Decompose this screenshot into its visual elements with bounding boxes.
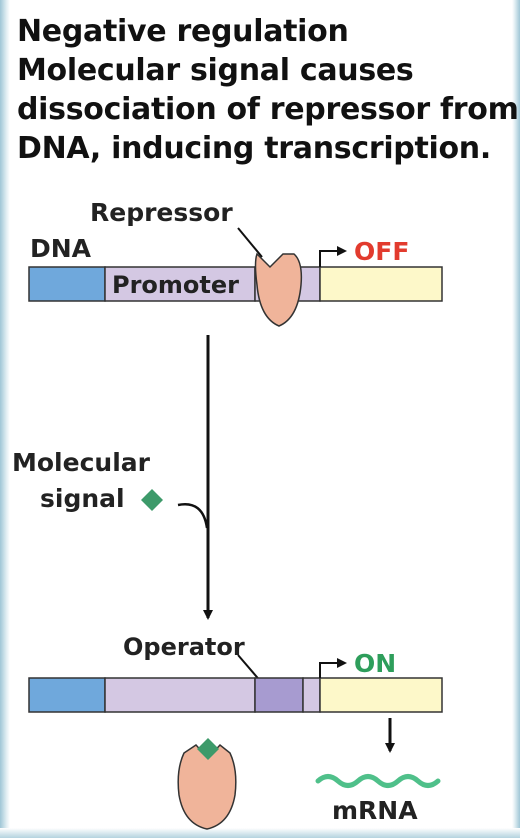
heading-line-3: dissociation of repressor from — [17, 92, 519, 127]
transcription-start-arrow-on — [319, 658, 347, 678]
mrna-label: mRNA — [332, 796, 418, 825]
transcription-start-arrow-off — [319, 246, 347, 267]
signal-joining-curve — [177, 503, 209, 529]
heading-line-1: Negative regulation — [17, 14, 349, 49]
dna-segment-top — [28, 266, 106, 302]
dna-segment-bottom — [28, 677, 106, 713]
repressor-label: Repressor — [90, 198, 233, 227]
right-edge-shading — [512, 0, 520, 838]
off-label: OFF — [354, 237, 409, 266]
promoter-label-top: Promoter — [112, 271, 239, 299]
left-edge-shading — [0, 0, 10, 838]
repressor-leader-line — [237, 227, 263, 258]
signal-label: signal — [40, 484, 125, 513]
dna-label: DNA — [30, 234, 92, 263]
promoter-region-top — [104, 266, 256, 302]
gene-region-top — [319, 266, 443, 302]
spacer-region-bottom — [302, 677, 321, 713]
bound-signal-diamond — [197, 738, 219, 760]
bottom-edge-shading — [0, 828, 520, 838]
repressor-released — [177, 743, 237, 830]
operator-site-bottom — [254, 677, 304, 713]
dna-strand-bottom — [28, 677, 443, 713]
molecular-label: Molecular — [12, 448, 151, 477]
heading-line-2: Molecular signal causes — [17, 53, 414, 88]
operator-label: Operator — [123, 633, 245, 661]
molecular-signal-diamond — [141, 489, 163, 511]
heading-line-4: DNA, inducing transcription. — [17, 131, 491, 166]
gene-region-bottom — [319, 677, 443, 713]
repressor-bound — [254, 252, 303, 327]
mrna-strand — [315, 774, 441, 788]
promoter-region-bottom — [104, 677, 256, 713]
on-label: ON — [354, 649, 396, 678]
heading: Negative regulation Molecular signal cau… — [17, 12, 519, 168]
